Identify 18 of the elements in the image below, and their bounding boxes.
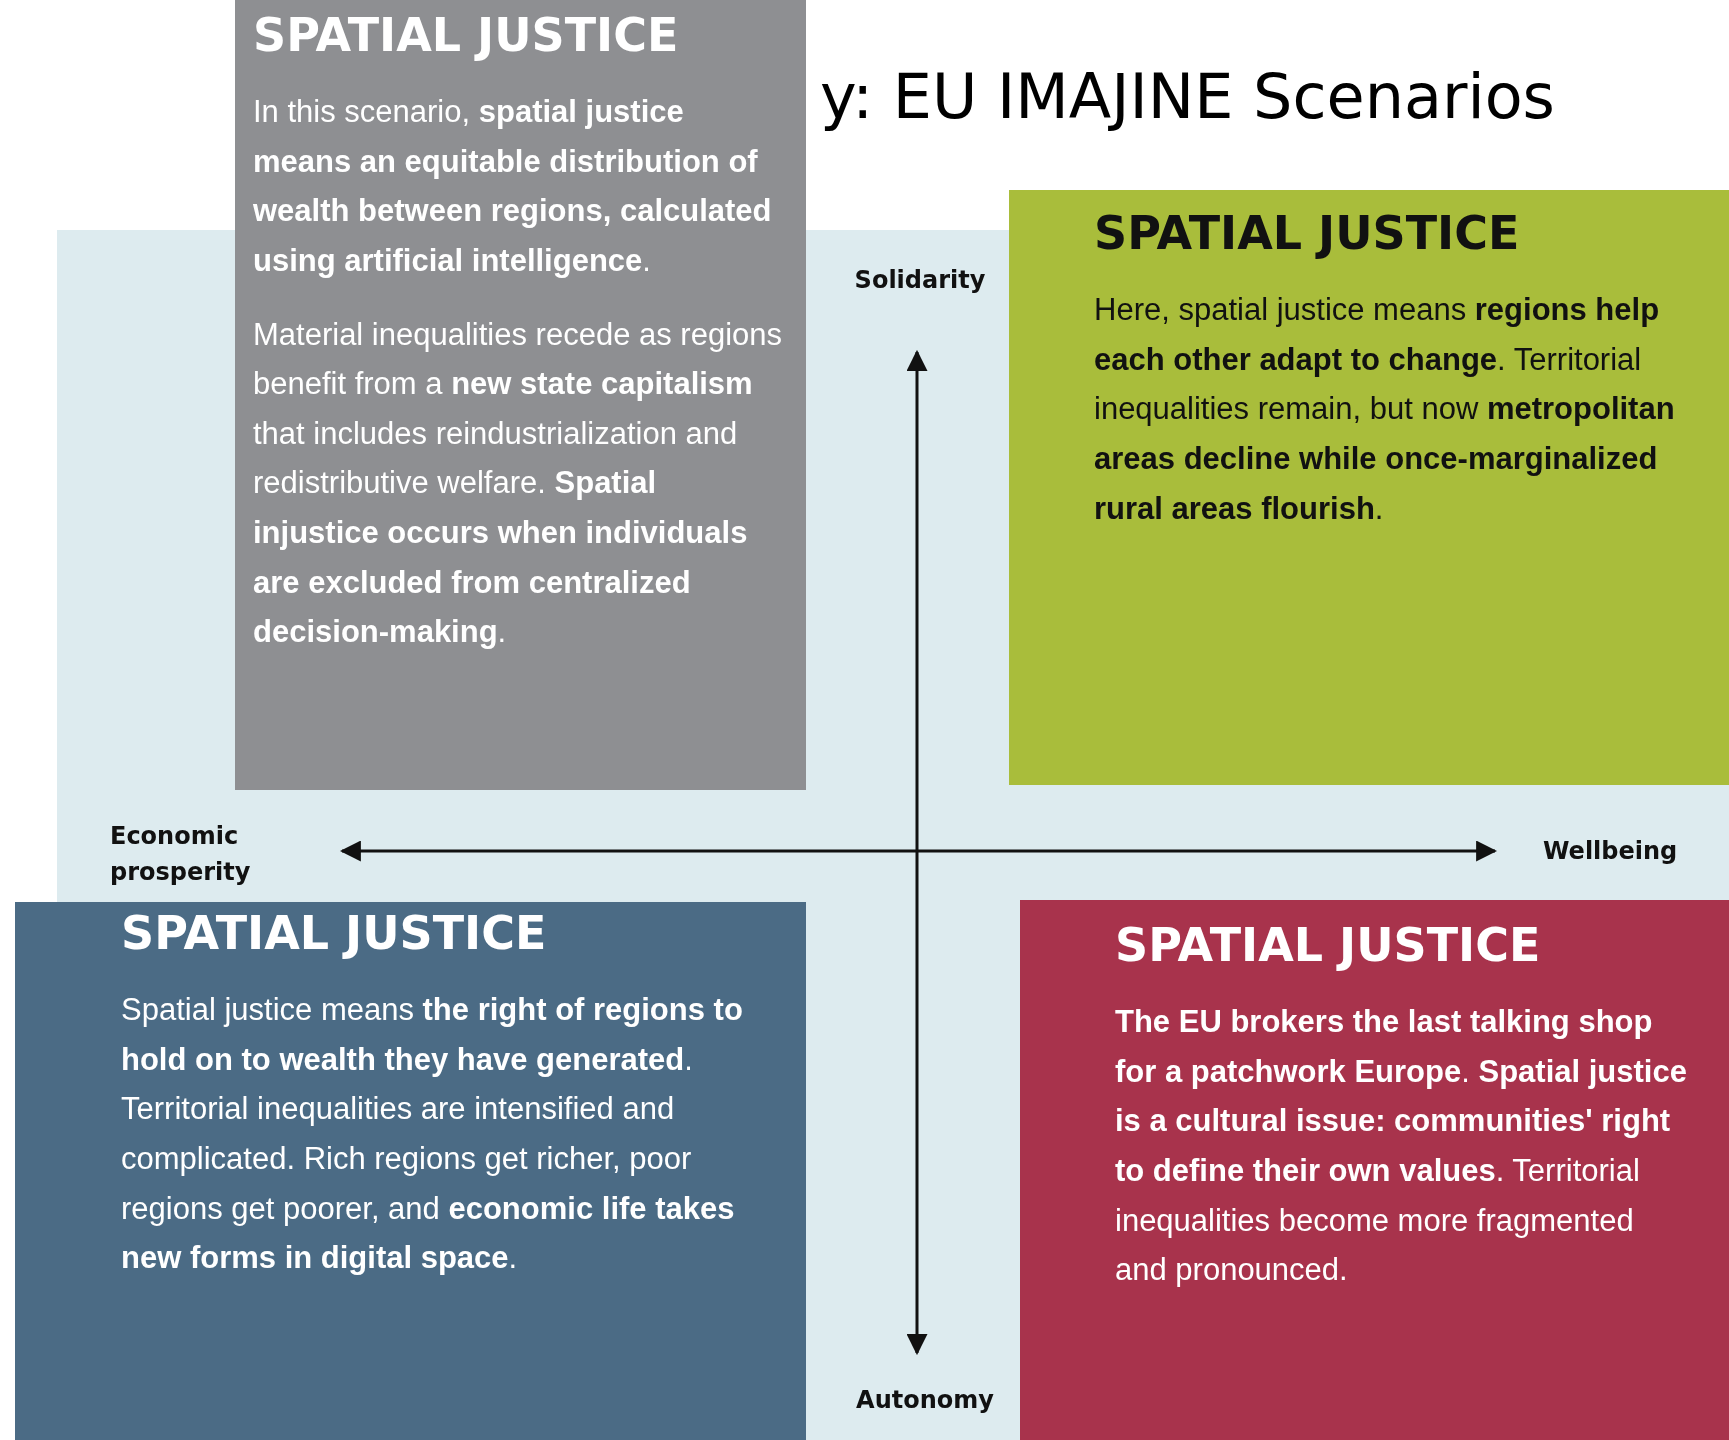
axis-label: Wellbeing: [1543, 836, 1679, 867]
box-heading: SPATIAL JUSTICE: [1094, 206, 1521, 262]
axis-label: Economic prosperity: [110, 821, 252, 888]
box-heading: SPATIAL JUSTICE: [253, 8, 680, 64]
scenario-box: [1009, 190, 1729, 785]
scenario-box: [235, 0, 806, 790]
box-heading: SPATIAL JUSTICE: [121, 906, 548, 962]
scenario-box: [1020, 900, 1729, 1440]
title: y: EU IMAJINE Scenarios: [820, 60, 1555, 133]
box-paragraph: Material inequalities recede as regions benefit from a new state capitalism that includes reindustrialization and redistributive welfare. Spatial injustice occurs when individuals are excluded from centralized decision-making.: [253, 315, 783, 652]
axis-label: Solidarity: [853, 265, 987, 296]
box-paragraph: Here, spatial justice means regions help each other adapt to change. Territorial inequalities remain, but now metropolitan areas decline while once-marginalized rural areas flourish.: [1094, 291, 1676, 528]
scenario-box: [15, 902, 806, 1440]
box-paragraph: Spatial justice means the right of regions to hold on to wealth they have generated. Territorial inequalities are intensified and complicated. Rich regions get richer, poor regions get poorer, and economic life takes new forms in digital space.: [121, 991, 744, 1278]
box-paragraph: In this scenario, spatial justice means an equitable distribution of wealth between regions, calculated using artificial intelligence.: [253, 93, 773, 280]
box-paragraph: The EU brokers the last talking shop for a patchwork Europe. Spatial justice is a cultural issue: communities' right to define their own values. Territorial inequalities become more fragmented and pronounced.: [1115, 1003, 1688, 1290]
axis-label: Autonomy: [855, 1385, 995, 1416]
box-heading: SPATIAL JUSTICE: [1115, 918, 1542, 974]
